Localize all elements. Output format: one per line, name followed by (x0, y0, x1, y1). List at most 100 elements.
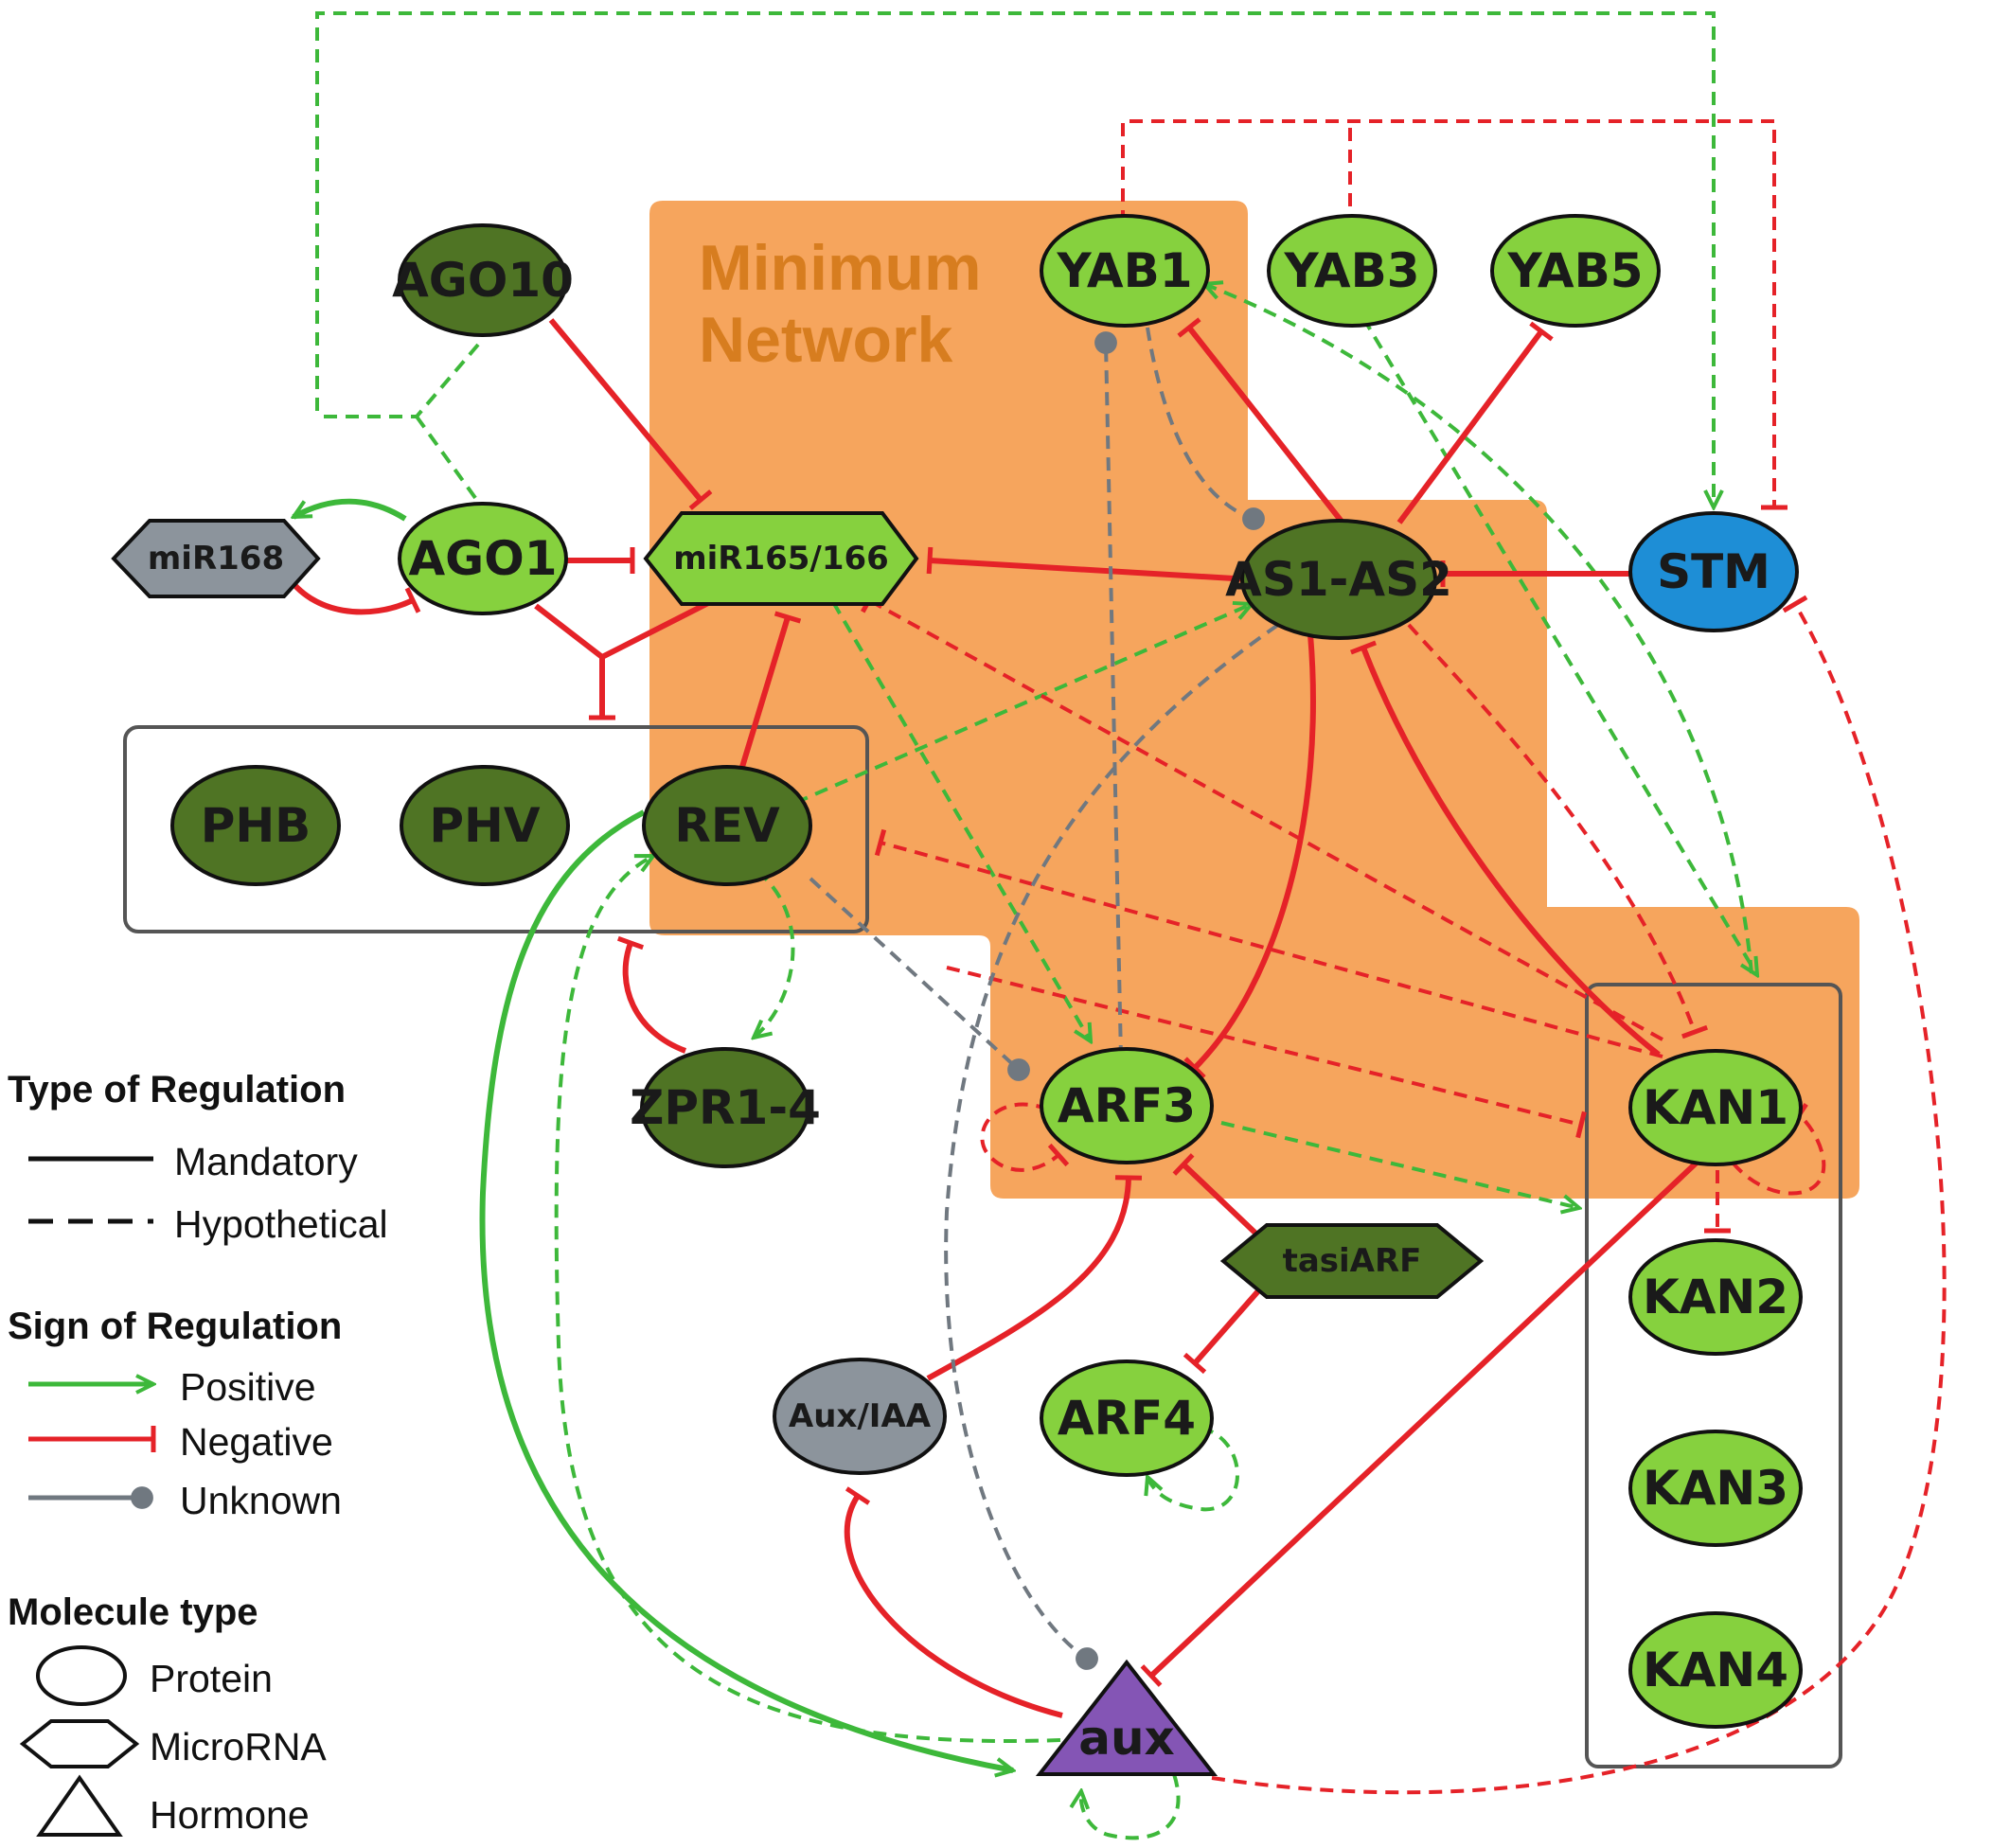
edge-ago10-ago1-hyp-pos (317, 343, 480, 418)
edge-tasiarf-arf4-neg (1183, 1284, 1266, 1375)
edge-yab3-kan1-hyp-pos (1361, 316, 1757, 975)
legend-microrna-label: MicroRNA (150, 1725, 327, 1768)
edge-mir165-arf3-hyp-pos (831, 600, 1091, 1041)
edge-rev-aux-pos (479, 809, 1013, 1770)
node-auxiaa-label: Aux/IAA (789, 1397, 932, 1435)
edge-kan1-self-hyp-neg (1731, 1102, 1826, 1196)
node-rev-label: REV (674, 798, 780, 853)
node-rev[interactable]: REV (642, 765, 812, 886)
node-arf3-label: ARF3 (1058, 1078, 1196, 1133)
node-yab1[interactable]: YAB1 (1040, 214, 1210, 328)
edge-kan1-rev-hyp-neg (874, 828, 1663, 1058)
node-kan4[interactable]: KAN4 (1628, 1611, 1803, 1729)
edges (283, 11, 1947, 1840)
edge-as1as2-kan1-hyp-neg (1407, 623, 1708, 1040)
legend-protein-icon (36, 1645, 127, 1706)
legend-protein-label: Protein (150, 1657, 273, 1700)
edge-as1as2-arf3-neg (1183, 633, 1316, 1079)
node-zpr-label: ZPR1-4 (630, 1080, 821, 1135)
node-phv[interactable]: PHV (400, 765, 570, 886)
legend-hormone-icon (36, 1774, 123, 1837)
node-auxiaa[interactable]: Aux/IAA (773, 1358, 947, 1475)
edge-arf3-kan1-hyp-pos (1220, 1121, 1579, 1208)
edge-ago1-join (534, 603, 604, 660)
edge-aux-auxiaa-neg (844, 1486, 1063, 1718)
legend-hormone-label: Hormone (150, 1793, 310, 1837)
edge-aux-self-hyp-pos (1081, 1773, 1181, 1840)
node-kan3[interactable]: KAN3 (1628, 1430, 1803, 1547)
edge-mir165-join (600, 597, 716, 660)
node-stm-label: STM (1657, 544, 1770, 599)
node-mir165-label: miR165/166 (673, 540, 889, 578)
edge-ago10-mir165-neg (548, 318, 713, 510)
node-stm[interactable]: STM (1628, 511, 1799, 632)
edge-aux-rev-hyp-pos (554, 856, 1061, 1743)
node-as1as2-label: AS1-AS2 (1225, 552, 1452, 607)
node-kan2[interactable]: KAN2 (1628, 1238, 1803, 1356)
legend: Type of Regulation Mandatory Hypothetica… (8, 1069, 388, 1837)
edge-tasiarf-arf3-neg (1172, 1153, 1266, 1243)
edge-rev-zpr-hyp-pos (754, 869, 795, 1038)
node-phv-label: PHV (429, 798, 540, 853)
node-tasiarf[interactable]: tasiARF (1219, 1223, 1485, 1299)
edge-ago1-mir168-pos (293, 498, 407, 522)
edge-as1as2-mir165-neg (926, 546, 1251, 582)
edge-kan1-yab1-hyp-pos (1204, 284, 1753, 974)
edge-rev-kan1-hyp-neg (946, 966, 1587, 1139)
node-mir168-label: miR168 (148, 540, 284, 578)
edge-mir168-ago1-neg (283, 572, 421, 615)
node-mir168[interactable]: miR168 (111, 519, 321, 598)
minimum-network-region (649, 201, 1859, 1199)
edge-auxiaa-arf3-neg (926, 1175, 1143, 1381)
kanadi-group-box (1585, 983, 1842, 1768)
node-tasiarf-label: tasiARF (1283, 1242, 1422, 1280)
legend-hypothetical-label: Hypothetical (174, 1202, 388, 1246)
node-yab3-label: YAB3 (1283, 243, 1419, 298)
edge-zpr-rev-neg (616, 935, 687, 1054)
node-aux-label: aux (1078, 1711, 1175, 1766)
hdzip-group-box (123, 725, 869, 933)
legend-microrna-icon (19, 1719, 140, 1768)
edge-as1as2-yab5-neg (1396, 321, 1554, 524)
node-yab1-label: YAB1 (1056, 243, 1192, 298)
node-arf4[interactable]: ARF4 (1040, 1359, 1214, 1477)
edge-kan1-as1as2-neg (1350, 640, 1661, 1057)
edge-yab1-as1as2-hyp-unk (1146, 327, 1265, 530)
node-arf4-label: ARF4 (1058, 1391, 1196, 1446)
edge-as1as2-yab1-neg (1177, 317, 1345, 524)
node-ago1[interactable]: AGO1 (398, 502, 568, 615)
node-yab5[interactable]: YAB5 (1490, 214, 1661, 328)
legend-negative-label: Negative (180, 1420, 333, 1464)
node-ago10[interactable]: AGO10 (392, 223, 574, 337)
legend-unknown-label: Unknown (180, 1479, 342, 1522)
node-yab3[interactable]: YAB3 (1267, 214, 1437, 328)
edge-kan1-aux-neg (1140, 1160, 1699, 1687)
node-ago10-label: AGO10 (392, 253, 574, 308)
legend-sign-title: Sign of Regulation (8, 1306, 342, 1347)
edge-rev-arf3-hyp-unk (809, 877, 1030, 1081)
node-kan4-label: KAN4 (1643, 1643, 1788, 1697)
edge-ago1-stm-hyp-pos (315, 11, 1714, 507)
edge-arf3-self-hyp-neg (980, 1102, 1070, 1172)
legend-mandatory-label: Mandatory (174, 1140, 358, 1183)
edge-arf4-self-hyp-pos (1147, 1426, 1239, 1512)
node-zpr[interactable]: ZPR1-4 (630, 1047, 821, 1168)
node-ago1-label: AGO1 (408, 531, 557, 586)
edge-rev-as1as2-hyp-pos (794, 604, 1252, 805)
legend-type-title: Type of Regulation (8, 1069, 346, 1111)
node-kan2-label: KAN2 (1643, 1270, 1788, 1324)
node-kan1-label: KAN1 (1643, 1080, 1788, 1135)
legend-molecule-title: Molecule type (8, 1591, 258, 1633)
node-arf3[interactable]: ARF3 (1040, 1047, 1214, 1164)
node-mir165[interactable]: miR165/166 (643, 511, 919, 606)
node-as1as2[interactable]: AS1-AS2 (1225, 519, 1452, 640)
edge-arf3-yab1-hyp-unk (1094, 331, 1123, 1059)
node-kan3-label: KAN3 (1643, 1461, 1788, 1516)
node-kan1[interactable]: KAN1 (1628, 1049, 1803, 1166)
region-label-line2: Network (699, 304, 952, 376)
edge-ago1-ago10-hyp-pos (415, 415, 480, 504)
node-phb[interactable]: PHB (170, 765, 341, 886)
node-aux[interactable]: aux (1035, 1659, 1218, 1776)
region-label-line1: Minimum (699, 232, 981, 304)
